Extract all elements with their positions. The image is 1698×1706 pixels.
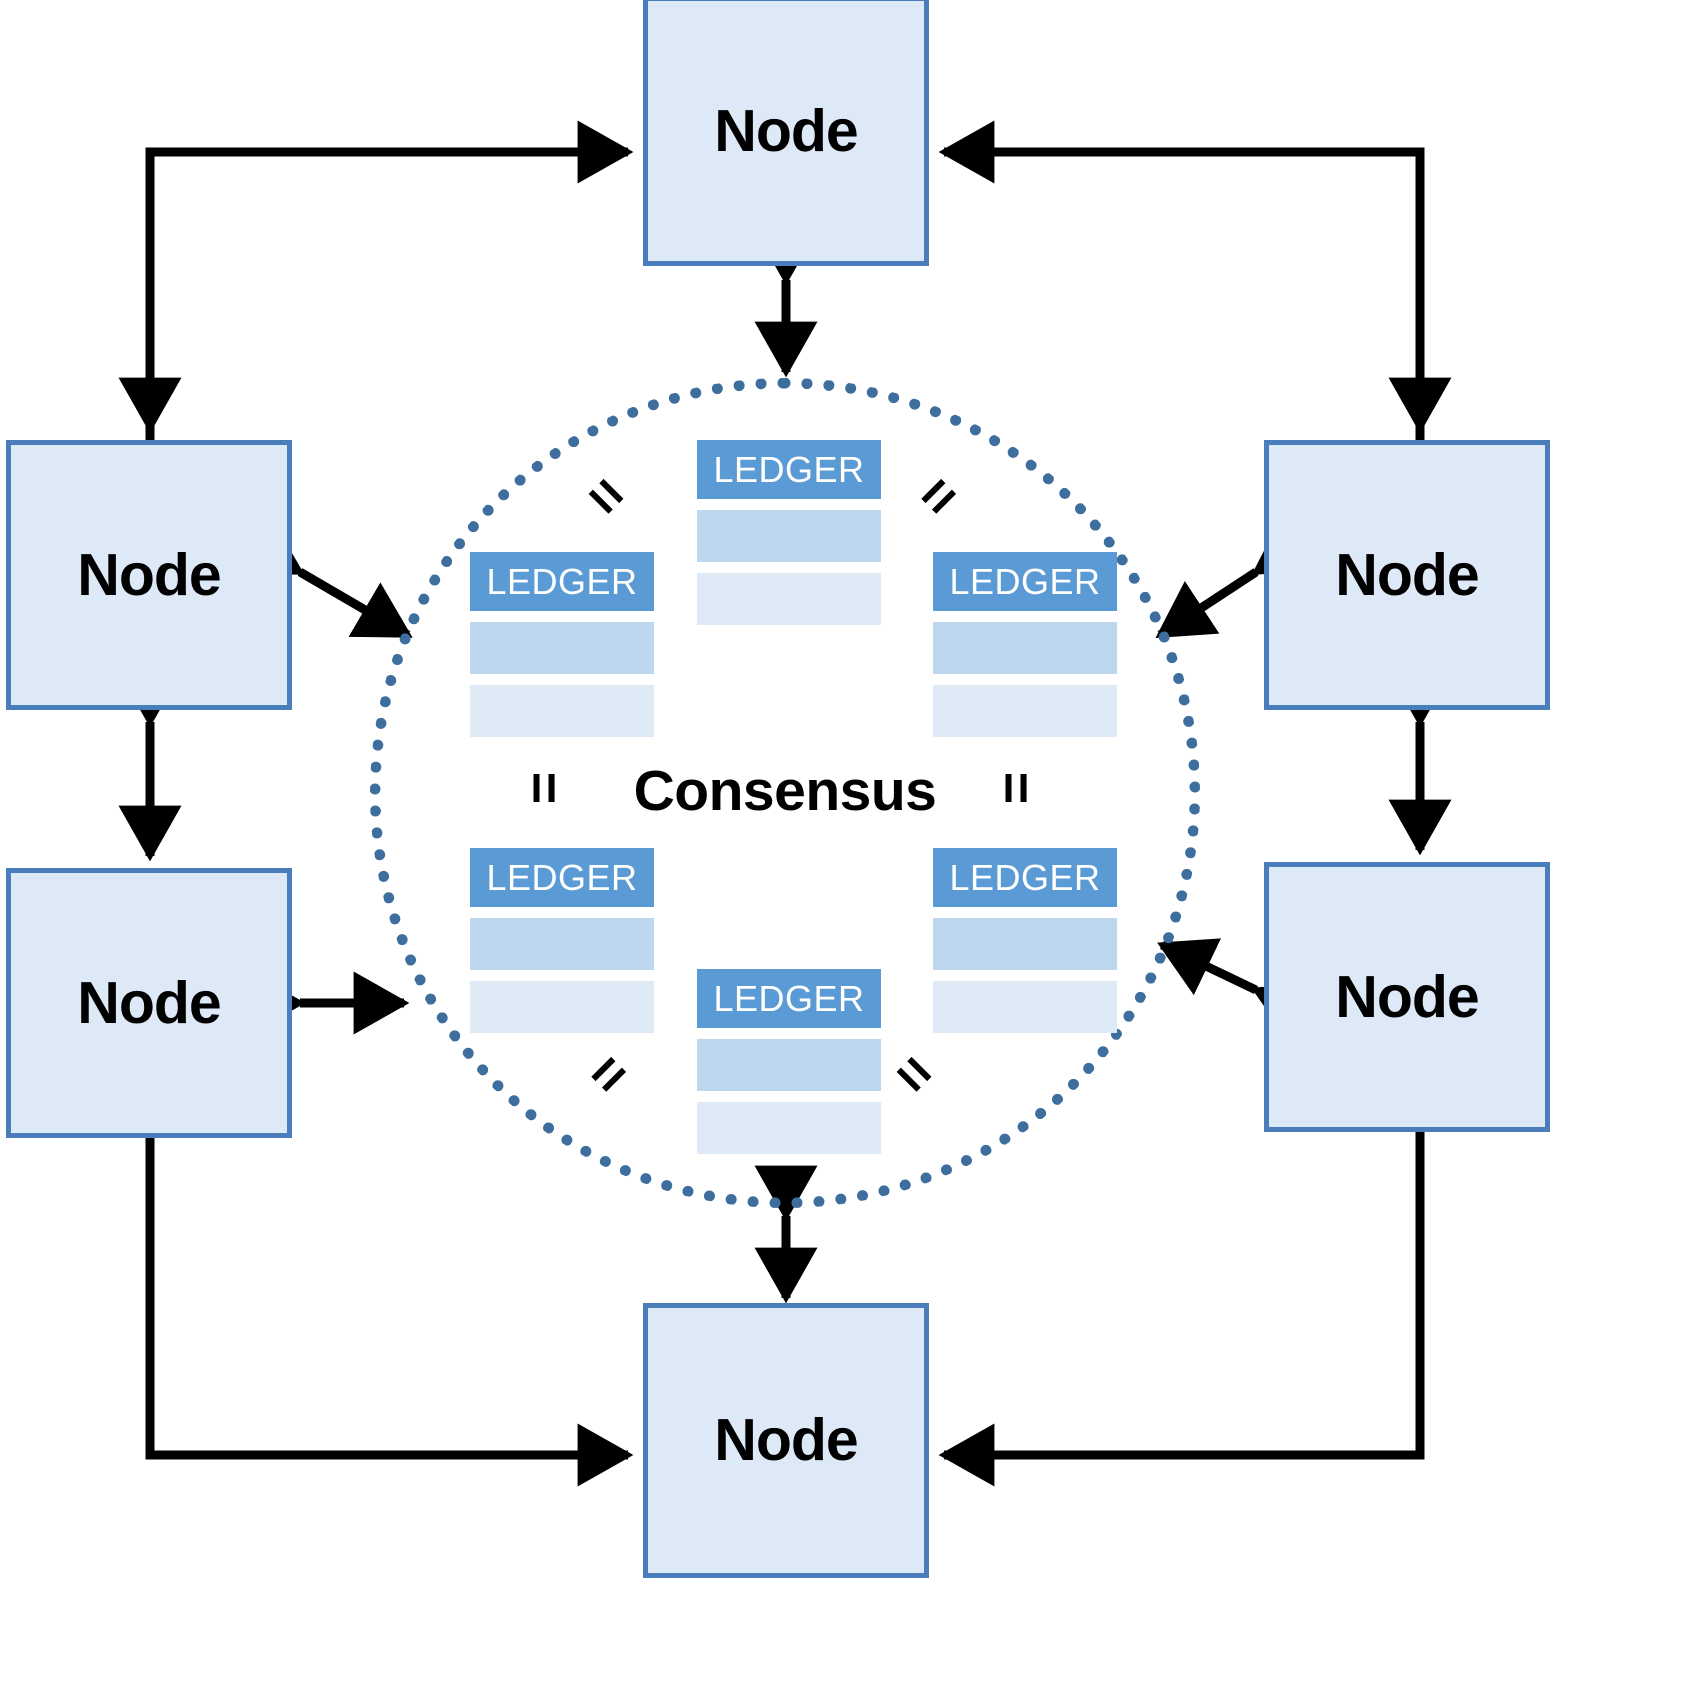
equals-icon-middle-right: = [985,771,1049,805]
ledger-row-1 [697,510,881,562]
ledger-header: LEDGER [933,552,1117,611]
connector-left-lower-to-bottom [145,1138,634,1487]
ledger-row-1 [470,918,654,970]
ledger-row-1 [470,622,654,674]
ledger-row-1 [697,1039,881,1091]
node-label: Node [1335,541,1479,608]
connector-right-lower-to-bottom [938,1132,1425,1487]
ledger-card-lower-right[interactable]: LEDGER [933,848,1117,1033]
node-label: Node [77,541,221,608]
connector-right-upper-to-consensus [1155,518,1316,639]
ledger-row-1 [933,622,1117,674]
connector-left-upper-to-consensus [240,519,413,639]
node-box-left-lower[interactable]: Node [6,868,292,1138]
ledger-row-2 [697,573,881,625]
ledger-row-1 [933,918,1117,970]
node-label: Node [714,1407,858,1473]
node-box-bottom[interactable]: Node [643,1303,929,1578]
ledger-card-bottom[interactable]: LEDGER [697,969,881,1154]
node-box-top[interactable]: Node [643,0,929,266]
ledger-row-2 [933,685,1117,737]
ledger-row-2 [933,981,1117,1033]
ledger-header: LEDGER [697,440,881,499]
node-label: Node [77,969,221,1036]
ledger-header: LEDGER [933,848,1117,907]
ledger-header: LEDGER [470,848,654,907]
connector-right-lower-to-consensus [1157,938,1316,1041]
node-label: Node [1335,963,1479,1030]
ledger-header: LEDGER [697,969,881,1028]
consensus-label: Consensus [633,759,937,823]
node-box-right-upper[interactable]: Node [1264,440,1550,710]
ledger-card-top[interactable]: LEDGER [697,440,881,625]
consensus-boundary-circle [370,378,1200,1208]
node-label: Node [714,97,858,164]
ledger-card-upper-left[interactable]: LEDGER [470,552,654,737]
ledger-row-2 [470,685,654,737]
ledger-header: LEDGER [470,552,654,611]
ledger-row-2 [697,1102,881,1154]
ledger-card-lower-left[interactable]: LEDGER [470,848,654,1033]
node-box-left-upper[interactable]: Node [6,440,292,710]
connector-left-upper-to-top [145,120,634,440]
ledger-row-2 [470,981,654,1033]
node-box-right-lower[interactable]: Node [1264,862,1550,1132]
equals-icon-middle-left: = [513,771,577,805]
ledger-card-upper-right[interactable]: LEDGER [933,552,1117,737]
connector-right-upper-to-top [938,120,1425,440]
